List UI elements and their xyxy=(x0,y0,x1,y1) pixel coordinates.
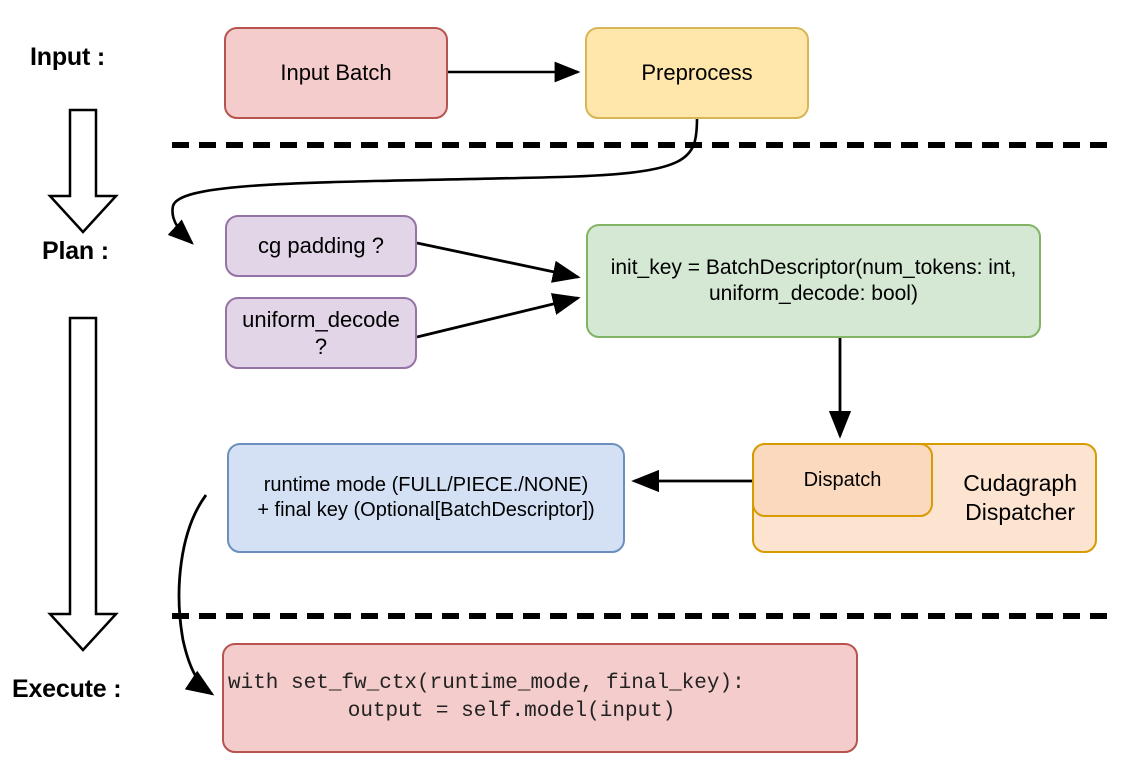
code-line-2: output = self.model(input) xyxy=(297,700,676,723)
node-init-key-line2: uniform_decode: bool) xyxy=(709,282,918,305)
node-init-key[interactable]: init_key = BatchDescriptor(num_tokens: i… xyxy=(586,224,1041,338)
node-runtime-mode[interactable]: runtime mode (FULL/PIECE./NONE) + final … xyxy=(227,443,625,553)
node-uniform-decode[interactable]: uniform_decode ? xyxy=(225,297,417,369)
arrow-cg-padding-to-init-key xyxy=(416,241,581,283)
stage-arrow-input-to-plan xyxy=(47,108,119,234)
node-cudagraph-dispatcher-line2: Dispatcher xyxy=(965,499,1076,525)
node-runtime-mode-line2: + final key (Optional[BatchDescriptor]) xyxy=(257,499,595,521)
stage-label-execute: Execute : xyxy=(12,675,122,703)
stage-arrow-plan-to-execute xyxy=(47,316,119,652)
node-runtime-mode-line1: runtime mode (FULL/PIECE./NONE) xyxy=(263,474,589,496)
node-dispatch[interactable]: Dispatch xyxy=(752,443,933,517)
code-line-1: with set_fw_ctx(runtime_mode, final_key)… xyxy=(228,671,745,695)
node-code-block[interactable]: with set_fw_ctx(runtime_mode, final_key)… xyxy=(222,643,858,753)
node-preprocess[interactable]: Preprocess xyxy=(585,27,809,119)
stage-label-input: Input : xyxy=(30,43,105,71)
arrow-uniform-decode-to-init-key xyxy=(416,293,581,339)
arrow-preprocess-to-cg-padding xyxy=(167,117,699,245)
node-cg-padding[interactable]: cg padding ? xyxy=(225,215,417,277)
node-cudagraph-dispatcher-line1: Cudagraph xyxy=(963,470,1077,497)
node-input-batch[interactable]: Input Batch xyxy=(224,27,448,119)
arrow-runtime-mode-to-code-block xyxy=(177,494,215,696)
stage-label-plan: Plan : xyxy=(42,237,109,265)
node-init-key-line1: init_key = BatchDescriptor(num_tokens: i… xyxy=(610,255,1017,279)
